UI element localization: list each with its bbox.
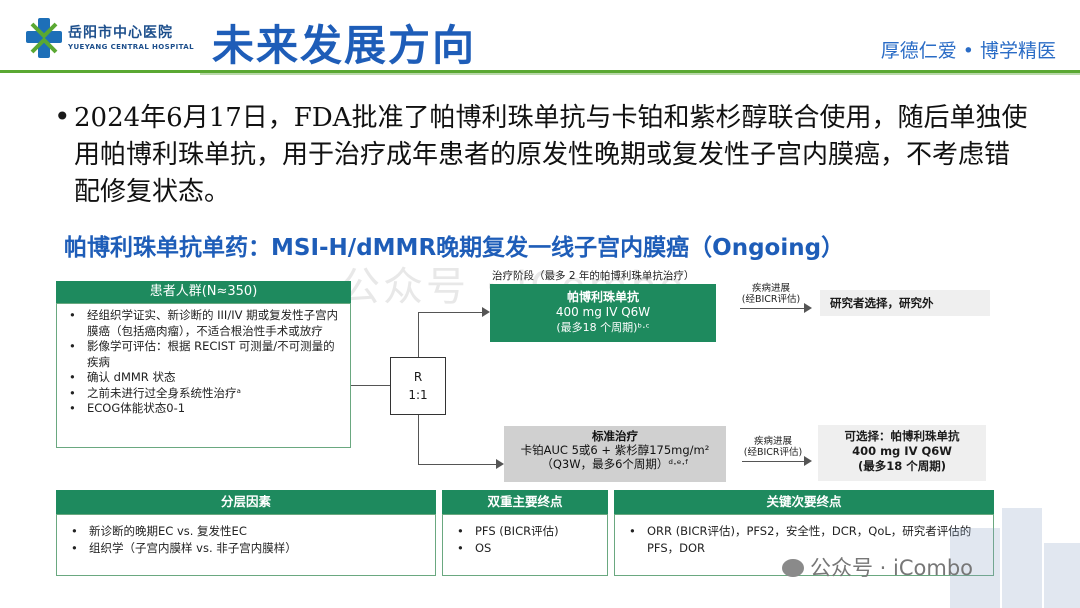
building-decoration-icon (950, 508, 1080, 608)
primary-endpoint-item: PFS (BICR评估) (453, 523, 597, 540)
stratification-header: 分层因素 (56, 490, 436, 514)
fda-approval-text: 2024年6月17日，FDA批准了帕博利珠单抗与卡铂和紫杉醇联合使用，随后单独使… (74, 103, 1028, 207)
arrow-icon (496, 459, 504, 469)
study-title: 帕博利珠单抗单药：MSI-H/dMMR晚期复发一线子宫内膜癌（Ongoing） (64, 235, 845, 261)
arm2-title: 标准治疗 (592, 429, 638, 443)
slide-header: 岳阳市中心医院 YUEYANG CENTRAL HOSPITAL 未来发展方向 … (0, 0, 1080, 76)
pembrolizumab-arm-box: 帕博利珠单抗 400 mg IV Q6W (最多18 个周期)ᵇ·ᶜ (490, 284, 716, 342)
randomization-ratio: 1:1 (408, 388, 428, 402)
watermark-bottom-text: 公众号 · iCombo (810, 556, 974, 580)
secondary-endpoint-item: ORR (BICR评估)，PFS2，安全性，DCR，QoL，研究者评估的PFS，… (625, 523, 983, 557)
arm1-title: 帕博利珠单抗 (566, 290, 639, 304)
stratification-item: 新诊断的晚期EC vs. 复发性EC (67, 523, 425, 540)
header-divider (0, 70, 1080, 73)
hospital-name-en: YUEYANG CENTRAL HOSPITAL (68, 43, 194, 51)
population-item: 影像学可评估：根据 RECIST 可测量/不可测量的疾病 (65, 339, 342, 370)
connector-line (351, 385, 390, 386)
arm2-outcome-line: (最多18 个周期) (857, 459, 947, 473)
population-list: 经组织学证实、新诊断的 III/IV 期或复发性子宫内膜癌（包括癌肉瘤），不适合… (65, 308, 342, 417)
treatment-phase-label: 治疗阶段（最多 2 年的帕博利珠单抗治疗） (492, 270, 695, 282)
connector-line (418, 312, 482, 313)
arm2-outcome-line: 400 mg IV Q6W (852, 444, 952, 458)
arm1-outcome-box: 研究者选择，研究外 (820, 290, 990, 316)
arm2-regimen: 卡铂AUC 5或6 + 紫杉醇175mg/m² (520, 443, 710, 457)
connector-line (418, 415, 419, 464)
hospital-name-cn: 岳阳市中心医院 (68, 25, 173, 41)
standard-therapy-box: 标准治疗 卡铂AUC 5或6 + 紫杉醇175mg/m² （Q3W，最多6个周期… (504, 426, 726, 482)
primary-endpoint-header: 双重主要终点 (442, 490, 608, 514)
primary-endpoint-panel: PFS (BICR评估) OS (442, 514, 608, 576)
population-item: 之前未进行过全身系统性治疗ᵃ (65, 386, 342, 402)
arm1-cycles: (最多18 个周期)ᵇ·ᶜ (556, 321, 650, 334)
header-divider-light (200, 73, 1080, 75)
population-item: 确认 dMMR 状态 (65, 370, 342, 386)
stratification-panel: 新诊断的晚期EC vs. 复发性EC 组织学（子宫内膜样 vs. 非子宫内膜样） (56, 514, 436, 576)
wechat-icon (782, 559, 804, 577)
secondary-endpoint-header: 关键次要终点 (614, 490, 994, 514)
arm1-dose: 400 mg IV Q6W (555, 305, 651, 319)
arm2-schedule: （Q3W，最多6个周期）ᵈ·ᵉ·ᶠ (541, 457, 689, 471)
randomization-label: R (413, 370, 423, 384)
bullet-dot: • (54, 100, 71, 133)
randomization-box: R 1:1 (390, 357, 446, 415)
watermark-bottom: 公众号 · iCombo (782, 552, 973, 582)
connector-line (418, 312, 419, 357)
hospital-logo-icon (26, 18, 62, 58)
page-title: 未来发展方向 (212, 21, 477, 70)
arrow-icon (482, 307, 490, 317)
population-header: 患者人群(N≈350) (56, 281, 351, 303)
population-panel: 经组织学证实、新诊断的 III/IV 期或复发性子宫内膜癌（包括癌肉瘤），不适合… (56, 303, 351, 448)
arm2-outcome-box: 可选择：帕博利珠单抗 400 mg IV Q6W (最多18 个周期) (818, 425, 986, 481)
population-item: ECOG体能状态0-1 (65, 401, 342, 417)
hospital-motto: 厚德仁爱 • 博学精医 (880, 40, 1056, 62)
assessment-text: (经BICR评估) (741, 294, 801, 305)
arrow-icon (804, 303, 812, 313)
arm1-progression-label: 疾病进展 (经BICR评估) (736, 283, 806, 305)
arm2-progression-label: 疾病进展 (经BICR评估) (738, 436, 808, 458)
progression-text: 疾病进展 (753, 436, 792, 447)
arrow-icon (804, 456, 812, 466)
arm2-outcome-line: 可选择：帕博利珠单抗 (844, 429, 960, 443)
primary-endpoint-item: OS (453, 540, 597, 557)
connector-line (418, 464, 496, 465)
progression-text: 疾病进展 (751, 283, 790, 294)
assessment-text: (经BICR评估) (743, 447, 803, 458)
connector-line (740, 308, 804, 309)
population-item: 经组织学证实、新诊断的 III/IV 期或复发性子宫内膜癌（包括癌肉瘤），不适合… (65, 308, 342, 339)
connector-line (742, 461, 804, 462)
secondary-endpoint-panel: ORR (BICR评估)，PFS2，安全性，DCR，QoL，研究者评估的PFS，… (614, 514, 994, 576)
stratification-item: 组织学（子宫内膜样 vs. 非子宫内膜样） (67, 540, 425, 557)
